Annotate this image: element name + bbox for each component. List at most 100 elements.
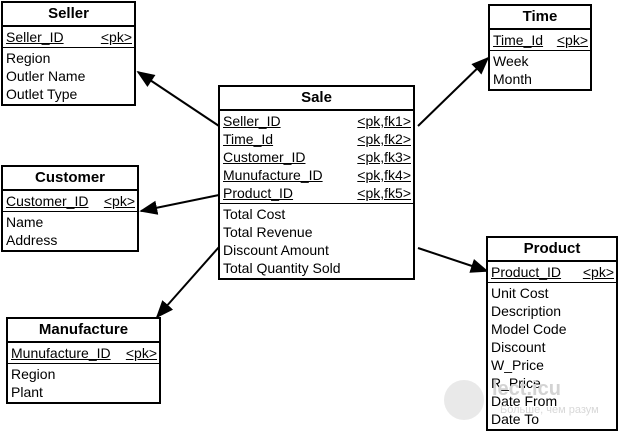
key-section: Munufacture_ID <pk> (8, 343, 159, 364)
attribute-row: Total Quantity Sold (223, 259, 411, 277)
attribute-section: Name Address (3, 212, 137, 250)
attribute-name: Total Quantity Sold (223, 260, 341, 276)
key-row: Product_ID <pk> (491, 263, 614, 281)
attribute-row: Total Cost (223, 205, 411, 223)
manufacture-entity[interactable]: Manufacture Munufacture_ID <pk> Region P… (6, 317, 161, 404)
key-tag: <pk,fk4> (357, 167, 411, 183)
attribute-name: Name (6, 214, 44, 230)
attribute-row: Model Code (491, 320, 614, 338)
key-tag: <pk,fk2> (357, 131, 411, 147)
key-tag: <pk> (556, 32, 588, 48)
attribute-name: Total Revenue (223, 224, 313, 240)
attribute-name: Address (6, 232, 58, 248)
key-tag: <pk> (582, 264, 614, 280)
attribute-name: Discount Amount (223, 242, 329, 258)
time-entity[interactable]: Time Time_Id <pk> Week Month (488, 4, 592, 91)
customer-entity[interactable]: Customer Customer_ID <pk> Name Address (1, 165, 139, 252)
attribute-row: Outlet Type (6, 85, 132, 103)
attribute-name: Region (11, 366, 56, 382)
attribute-name: Month (493, 71, 532, 87)
key-row: Time_Id <pk> (493, 31, 588, 49)
attribute-name: Munufacture_ID (11, 345, 111, 361)
key-tag: <pk,fk3> (357, 149, 411, 165)
link-sale-time (417, 56, 490, 127)
entity-title: Sale (220, 87, 413, 111)
seller-entity[interactable]: Seller Seller_ID <pk> Region Outler Name… (1, 1, 136, 106)
attribute-name: Date From (491, 393, 558, 409)
key-row: Time_Id <pk,fk2> (223, 130, 411, 148)
attribute-name: Date To (491, 411, 539, 427)
attribute-name: Total Cost (223, 206, 286, 222)
attribute-row: Discount Amount (223, 241, 411, 259)
attribute-section: Region Outler Name Outlet Type (3, 48, 134, 104)
key-row: Customer_ID <pk> (6, 192, 135, 210)
attribute-name: Product_ID (223, 185, 294, 201)
attribute-section: Region Plant (8, 364, 159, 402)
key-section: Product_ID <pk> (488, 262, 616, 283)
attribute-row: Region (6, 49, 132, 67)
entity-title: Manufacture (8, 319, 159, 343)
attribute-name: Week (493, 53, 529, 69)
attribute-name: Outlet Type (6, 86, 78, 102)
attribute-row: Date From (491, 392, 614, 410)
attribute-name: R_Price (491, 375, 541, 391)
attribute-row: Region (11, 365, 157, 383)
key-section: Seller_ID <pk,fk1> Time_Id <pk,fk2> Cust… (220, 111, 413, 204)
attribute-name: Time_Id (223, 131, 274, 147)
key-section: Time_Id <pk> (490, 30, 590, 51)
attribute-name: Region (6, 50, 51, 66)
product-entity[interactable]: Product Product_ID <pk> Unit Cost Descri… (486, 236, 618, 431)
link-sale-customer (139, 194, 220, 215)
key-row: Product_ID <pk,fk5> (223, 184, 411, 202)
attribute-section: Unit Cost Description Model Code Discoun… (488, 283, 616, 429)
attribute-name: Description (491, 303, 562, 319)
watermark-logo-icon (444, 380, 484, 420)
key-row: Munufacture_ID <pk,fk4> (223, 166, 411, 184)
attribute-row: Outler Name (6, 67, 132, 85)
key-row: Seller_ID <pk> (6, 28, 132, 46)
attribute-name: Munufacture_ID (223, 167, 323, 183)
attribute-name: Seller_ID (6, 29, 64, 45)
key-row: Customer_ID <pk,fk3> (223, 148, 411, 166)
key-tag: <pk,fk1> (357, 113, 411, 129)
key-tag: <pk> (103, 193, 135, 209)
key-section: Seller_ID <pk> (3, 27, 134, 48)
attribute-name: Customer_ID (6, 193, 89, 209)
attribute-name: Plant (11, 384, 43, 400)
attribute-row: Description (491, 302, 614, 320)
attribute-row: R_Price (491, 374, 614, 392)
key-tag: <pk> (125, 345, 157, 361)
attribute-name: Customer_ID (223, 149, 306, 165)
attribute-row: Unit Cost (491, 284, 614, 302)
key-section: Customer_ID <pk> (3, 191, 137, 212)
attribute-row: W_Price (491, 356, 614, 374)
attribute-name: Product_ID (491, 264, 562, 280)
link-sale-seller (136, 71, 220, 127)
key-tag: <pk> (100, 29, 132, 45)
link-sale-product (417, 247, 489, 273)
attribute-row: Plant (11, 383, 157, 401)
entity-title: Customer (3, 167, 137, 191)
attribute-name: Outler Name (6, 68, 86, 84)
watermark-subtext: Больше, чем разум (500, 404, 599, 416)
entity-title: Time (490, 6, 590, 30)
attribute-row: Week (493, 52, 588, 70)
attribute-section: Total Cost Total Revenue Discount Amount… (220, 204, 413, 278)
attribute-row: Name (6, 213, 135, 231)
attribute-name: Model Code (491, 321, 567, 337)
entity-title: Product (488, 238, 616, 262)
watermark-text: lect.icu (492, 378, 561, 400)
key-tag: <pk,fk5> (357, 185, 411, 201)
attribute-row: Total Revenue (223, 223, 411, 241)
attribute-name: Discount (491, 339, 546, 355)
watermark: lect.icu Больше, чем разум (440, 376, 618, 426)
attribute-section: Week Month (490, 51, 590, 89)
sale-entity[interactable]: Sale Seller_ID <pk,fk1> Time_Id <pk,fk2>… (218, 85, 415, 280)
attribute-row: Date To (491, 410, 614, 428)
key-row: Munufacture_ID <pk> (11, 344, 157, 362)
attribute-name: Seller_ID (223, 113, 281, 129)
key-row: Seller_ID <pk,fk1> (223, 112, 411, 130)
attribute-row: Address (6, 231, 135, 249)
attribute-name: Time_Id (493, 32, 544, 48)
